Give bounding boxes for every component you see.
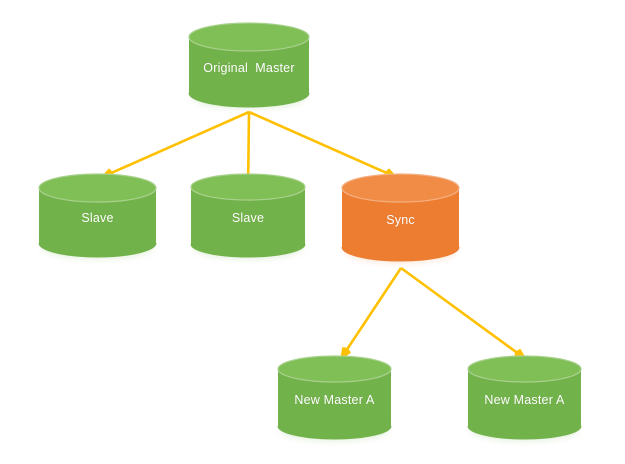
node-label-slave-1: Slave bbox=[81, 211, 114, 225]
node-slave-1[interactable]: Slave bbox=[38, 173, 157, 258]
edge-master-to-slave-1 bbox=[100, 110, 250, 178]
cylinder-shape-slave-1 bbox=[38, 173, 157, 258]
edge-master-to-sync bbox=[248, 110, 398, 178]
node-label-new-master-a-2: New Master A bbox=[484, 393, 565, 407]
cylinder-shape-original-master bbox=[188, 22, 310, 108]
node-new-master-a-1[interactable]: New Master A bbox=[277, 355, 392, 440]
node-original-master[interactable]: Original Master bbox=[188, 22, 310, 108]
node-new-master-a-2[interactable]: New Master A bbox=[467, 355, 582, 440]
node-label-original-master: Original Master bbox=[203, 61, 295, 75]
cylinder-shape-new-master-a-2 bbox=[467, 355, 582, 440]
node-label-new-master-a-1: New Master A bbox=[294, 393, 375, 407]
edge-sync-to-new-master-1 bbox=[340, 267, 403, 360]
cylinder-shape-sync bbox=[341, 173, 460, 262]
node-label-slave-2: Slave bbox=[231, 211, 265, 225]
node-sync[interactable]: Sync bbox=[341, 173, 460, 262]
node-slave-2[interactable]: Slave bbox=[190, 173, 306, 258]
cylinder-shape-new-master-a-1 bbox=[277, 355, 392, 440]
node-label-sync: Sync bbox=[386, 213, 415, 227]
edge-sync-to-new-master-2 bbox=[400, 266, 527, 360]
cylinder-shape-slave-2 bbox=[190, 173, 306, 258]
